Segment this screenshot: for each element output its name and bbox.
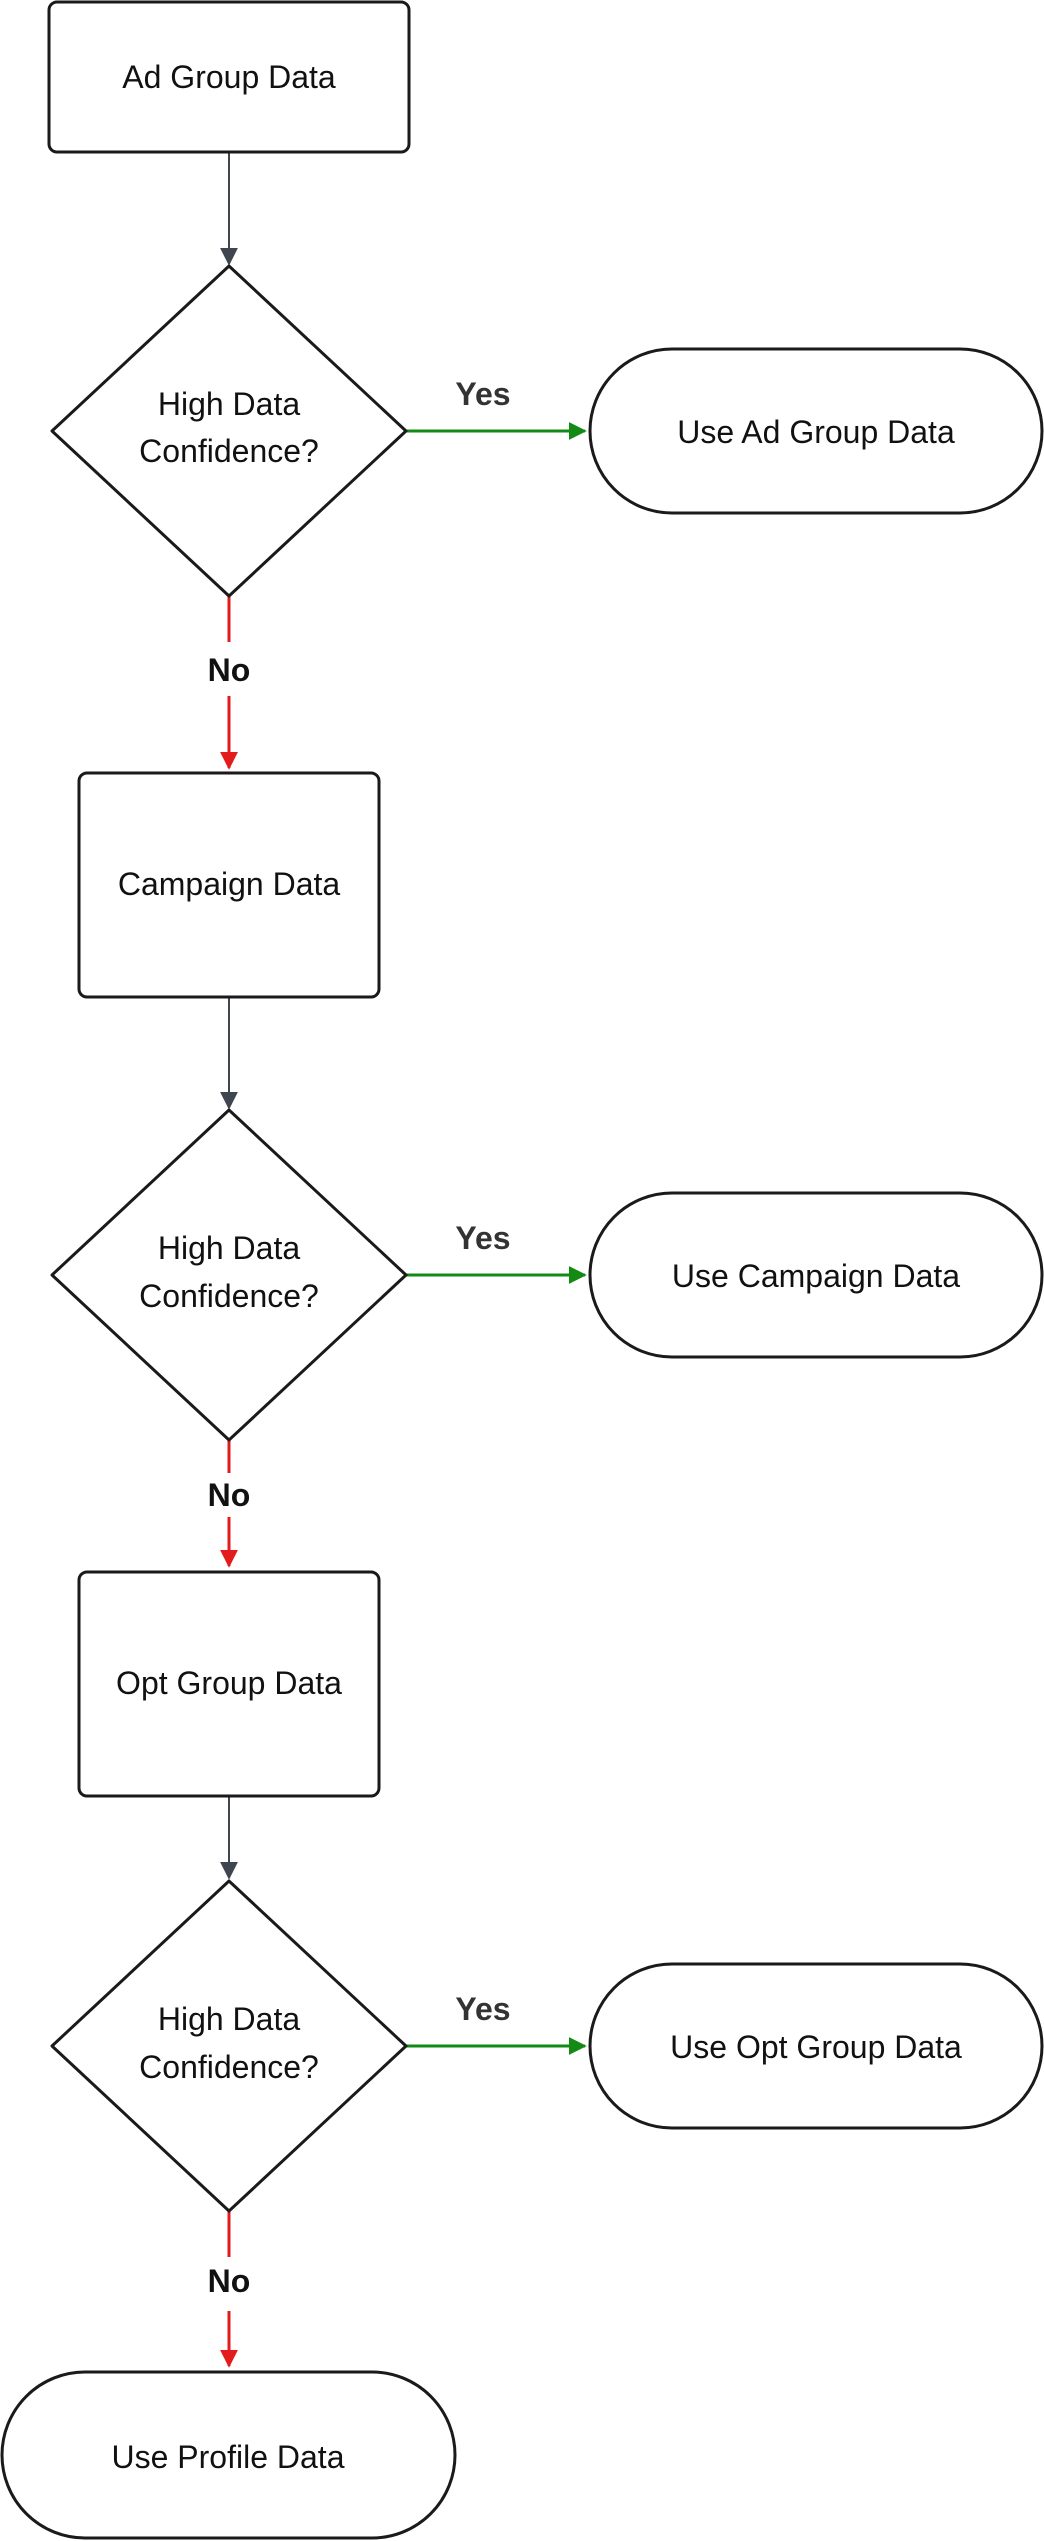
node-ad-group-data: Ad Group Data: [47, 0, 411, 154]
node-opt-group-data: Opt Group Data: [77, 1570, 381, 1798]
node-decision-2-line-1: High Data: [158, 1230, 301, 1266]
node-use-ad-group-data: Use Ad Group Data: [588, 347, 1044, 515]
node-use-ad-group-data-label: Use Ad Group Data: [677, 414, 955, 450]
node-ad-group-data-label: Ad Group Data: [122, 59, 336, 95]
node-use-opt-group-data: Use Opt Group Data: [588, 1962, 1044, 2130]
edge-label-no-3: No: [208, 2263, 251, 2299]
node-use-campaign-data: Use Campaign Data: [588, 1191, 1044, 1359]
edge-label-no-2: No: [208, 1477, 251, 1513]
node-decision-3-line-1: High Data: [158, 2001, 301, 2037]
node-use-profile-data: Use Profile Data: [0, 2370, 457, 2540]
node-decision-3-line-2: Confidence?: [139, 2049, 319, 2085]
node-decision-1-line-1: High Data: [158, 386, 301, 422]
node-use-opt-group-data-label: Use Opt Group Data: [670, 2029, 962, 2065]
node-decision-1-line-2: Confidence?: [139, 433, 319, 469]
node-use-profile-data-label: Use Profile Data: [112, 2439, 345, 2475]
node-campaign-data: Campaign Data: [77, 771, 381, 999]
node-decision-2-line-2: Confidence?: [139, 1278, 319, 1314]
node-campaign-data-label: Campaign Data: [118, 866, 341, 902]
edge-label-yes-2: Yes: [455, 1220, 510, 1256]
edge-label-yes-1: Yes: [455, 376, 510, 412]
node-opt-group-data-label: Opt Group Data: [116, 1665, 342, 1701]
node-decision-1: High Data Confidence?: [50, 264, 408, 598]
node-use-campaign-data-label: Use Campaign Data: [672, 1258, 960, 1294]
node-decision-2: High Data Confidence?: [50, 1108, 408, 1442]
edge-label-yes-3: Yes: [455, 1991, 510, 2027]
node-decision-3: High Data Confidence?: [50, 1879, 408, 2213]
edge-label-no-1: No: [208, 652, 251, 688]
